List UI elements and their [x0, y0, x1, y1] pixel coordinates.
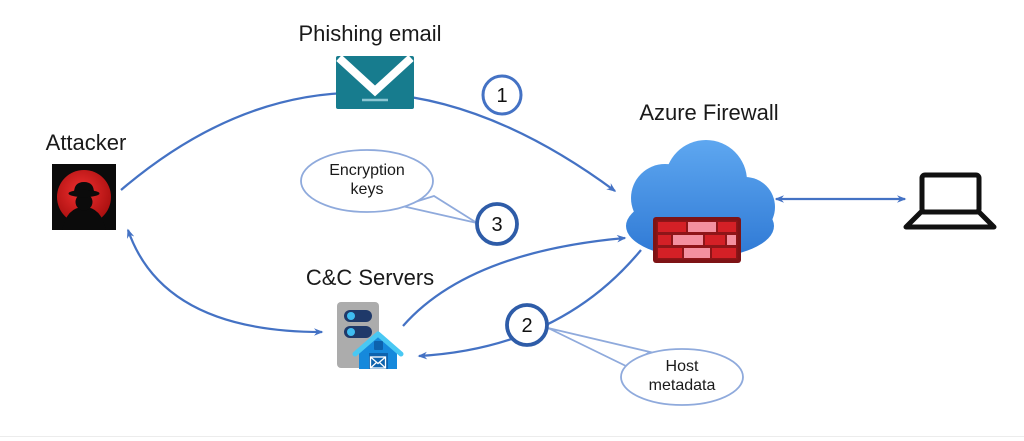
- label-cc-servers: C&C Servers: [305, 265, 435, 290]
- server-barn-icon: [337, 302, 404, 369]
- callout-encryption-keys-text: Encryption keys: [329, 162, 405, 198]
- bottom-edge-line: [0, 436, 1024, 437]
- arrow-attacker-cc-bidirectional: [126, 228, 324, 336]
- firewall-brick-wall: [653, 217, 741, 263]
- label-attacker: Attacker: [45, 130, 127, 155]
- callout-encryption-keys: [300, 149, 478, 224]
- cloud-firewall-icon: [626, 140, 775, 263]
- step-1-number: 1: [496, 85, 507, 107]
- envelope-icon: [336, 55, 414, 109]
- label-phishing-email: Phishing email: [298, 21, 442, 46]
- laptop-icon: [903, 172, 997, 230]
- callout-host-metadata-text: Host metadata: [648, 358, 716, 394]
- callout-host-metadata: [547, 327, 744, 406]
- arrow-cc-to-firewall: [402, 234, 627, 327]
- step-2-number: 2: [521, 315, 532, 337]
- barn-icon: [352, 331, 404, 369]
- hacker-avatar-icon: [52, 164, 116, 230]
- step-3-number: 3: [491, 214, 502, 236]
- step-circle-2: 2: [505, 303, 549, 347]
- step-circle-1: 1: [481, 74, 523, 116]
- label-azure-firewall: Azure Firewall: [639, 100, 779, 125]
- step-circle-3: 3: [475, 202, 519, 246]
